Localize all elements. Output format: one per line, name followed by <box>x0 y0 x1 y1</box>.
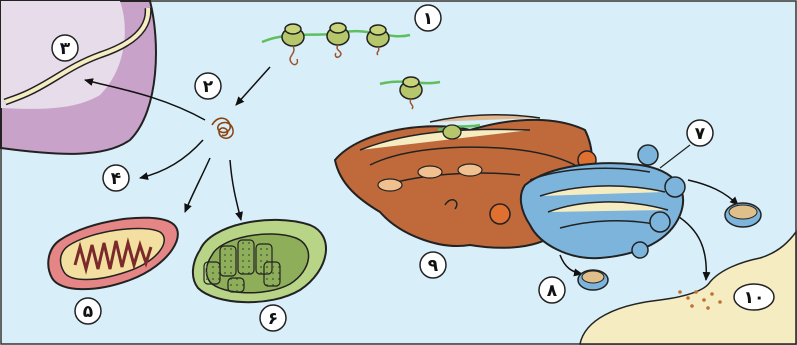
svg-text:۴: ۴ <box>111 169 121 189</box>
svg-text:۵: ۵ <box>83 302 93 322</box>
label-4: ۴ <box>103 165 129 191</box>
svg-text:١٠: ١٠ <box>744 288 765 308</box>
secretory-vesicle-1 <box>725 203 761 227</box>
svg-text:٣: ٣ <box>60 39 71 59</box>
label-3: ٣ <box>52 35 78 61</box>
label-6: ۶ <box>260 305 286 331</box>
svg-text:٢: ٢ <box>203 77 214 97</box>
svg-text:۶: ۶ <box>268 309 278 329</box>
label-5: ۵ <box>75 298 101 324</box>
svg-text:٧: ٧ <box>695 124 706 144</box>
label-8: ٨ <box>539 277 565 303</box>
svg-text:٨: ٨ <box>547 281 558 301</box>
er-vesicle <box>490 204 510 224</box>
label-9: ٩ <box>420 252 446 278</box>
svg-text:١: ١ <box>423 9 433 29</box>
label-10: ١٠ <box>734 284 774 310</box>
nucleus <box>1 1 156 154</box>
label-1: ١ <box>415 5 441 31</box>
svg-text:٩: ٩ <box>428 256 439 276</box>
secretory-vesicle-2 <box>578 270 608 290</box>
label-2: ٢ <box>195 73 221 99</box>
